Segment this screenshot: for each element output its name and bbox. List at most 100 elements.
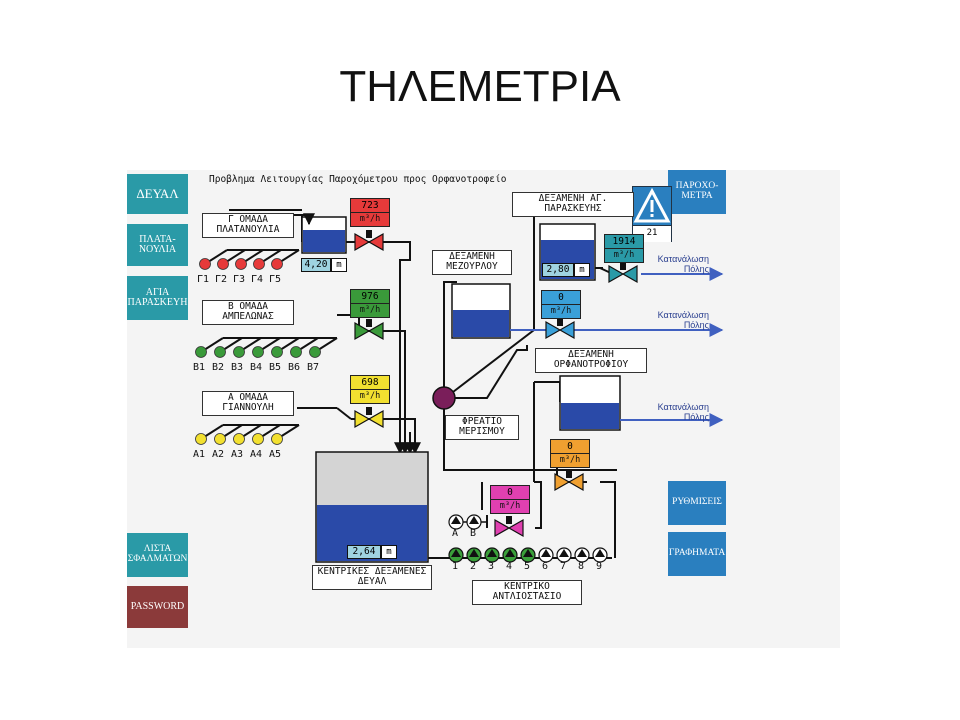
pump-number: 3 [488, 561, 495, 572]
well-gamma-3[interactable] [235, 258, 247, 270]
meter-pumping-unit: m³/h [490, 499, 530, 514]
pump-number: 5 [524, 561, 531, 572]
well-shaft-label: ΦΡΕΑΤΙΟ ΜΕΡΙΣΜΟΥ [445, 415, 519, 440]
tank-mezourlo-label: ΔΕΞΑΜΕΝΗ ΜΕΖΟΥΡΛΟΥ [432, 250, 512, 275]
pump-number: 8 [578, 561, 585, 572]
error-list-button[interactable]: ΛΙΣΤΑ ΣΦΑΛΜΑΤΩΝ [127, 533, 188, 577]
group-label-beta: Β ΟΜΑΔΑ ΑΜΠΕΛΩΝΑΣ [202, 300, 294, 325]
pump-4[interactable] [502, 547, 518, 563]
nav-button-platanoulia[interactable]: ΠΛΑΤΑ-ΝΟΥΛΙΑ [127, 224, 188, 266]
tank-platanoulia-level: 4,20 [301, 258, 331, 272]
valve-pumping[interactable] [494, 516, 524, 538]
pump-number: 4 [506, 561, 513, 572]
well-label: Β6 [288, 362, 301, 373]
aux-pump-label: Β [470, 528, 477, 539]
pump-8[interactable] [574, 547, 590, 563]
pump-3[interactable] [484, 547, 500, 563]
well-alpha-5[interactable] [271, 433, 283, 445]
settings-button[interactable]: ΡΥΘΜΙΣΕΙΣ [668, 481, 726, 525]
pump-9[interactable] [592, 547, 608, 563]
tank-platanoulia-unit: m [331, 258, 347, 272]
pump-7[interactable] [556, 547, 572, 563]
outflow-label-mezourlo: Κατανάλωση Πόλης [657, 310, 709, 330]
well-label: Α2 [212, 449, 225, 460]
status-message: Πρoβλημα Λειτoυργίας Παρoχόμετρoυ πρoς O… [209, 174, 507, 185]
warning-icon [633, 187, 671, 223]
meter-gamma-unit: m³/h [350, 212, 390, 227]
well-label: Α5 [269, 449, 282, 460]
tank-ag-paraskevi-level: 2,80 [542, 263, 574, 277]
pump-number: 2 [470, 561, 477, 572]
group-label-alpha: Α ΟΜΑΔΑ ΓΙΑΝΝΟΥΛΗ [202, 391, 294, 416]
aux-pump-2[interactable] [466, 514, 482, 530]
pump-5[interactable] [520, 547, 536, 563]
pump-number: 6 [542, 561, 549, 572]
well-label: Β7 [307, 362, 320, 373]
tank-central-level: 2,64 [347, 545, 381, 559]
pump-1[interactable] [448, 547, 464, 563]
meter-alpha-unit: m³/h [350, 389, 390, 404]
pump-6[interactable] [538, 547, 554, 563]
well-label: Β1 [193, 362, 206, 373]
valve-mezourlo[interactable] [545, 318, 575, 340]
well-gamma-4[interactable] [253, 258, 265, 270]
well-beta-7[interactable] [309, 346, 321, 358]
meter-mezourlo-unit: m³/h [541, 304, 581, 319]
outflow-label-orfanotrofio: Κατανάλωση Πόλης [657, 402, 709, 422]
pump-2[interactable] [466, 547, 482, 563]
valve-alpha[interactable] [354, 407, 384, 429]
well-label: Β5 [269, 362, 282, 373]
charts-button[interactable]: ΓΡΑΦΗΜΑΤΑ [668, 532, 726, 576]
wells-gamma [199, 249, 300, 270]
well-label: Γ1 [197, 274, 210, 285]
well-gamma-1[interactable] [199, 258, 211, 270]
process-diagram [195, 209, 724, 563]
tank-central-unit: m [381, 545, 397, 559]
well-alpha-4[interactable] [252, 433, 264, 445]
meter-ag-paraskevi-unit: m³/h [604, 248, 644, 263]
well-beta-1[interactable] [195, 346, 207, 358]
well-alpha-2[interactable] [214, 433, 226, 445]
well-label: Γ4 [251, 274, 264, 285]
well-gamma-5[interactable] [271, 258, 283, 270]
wells-alpha [195, 424, 300, 445]
well-label: Α4 [250, 449, 263, 460]
valve-ag-paraskevi[interactable] [608, 262, 638, 284]
meter-beta-unit: m³/h [350, 303, 390, 318]
well-label: Α1 [193, 449, 206, 460]
well-beta-6[interactable] [290, 346, 302, 358]
well-beta-3[interactable] [233, 346, 245, 358]
valve-gamma[interactable] [354, 230, 384, 252]
tank-central-label: ΚΕΝΤΡΙΚΕΣ ΔΕΞΑΜΕΝΕΣ ΔΕΥΑΛ [312, 565, 432, 590]
nav-button-agia-paraskevi[interactable]: ΑΓΙΑ ΠΑΡΑΣΚΕΥΗ [127, 276, 188, 320]
pump-number: 9 [596, 561, 603, 572]
group-label-gamma: Γ ΟΜΑΔΑ ΠΛΑΤΑΝΟΥΛΙΑ [202, 213, 294, 238]
tank-orfanotrofio-label: ΔΕΞΑΜΕΝΗ ΟΡΦΑΝΟΤΡΟΦΙΟΥ [535, 348, 647, 373]
valve-beta[interactable] [354, 319, 384, 341]
well-beta-2[interactable] [214, 346, 226, 358]
well-beta-4[interactable] [252, 346, 264, 358]
tank-ag-paraskevi-unit: m [574, 263, 590, 277]
nav-button-deyal[interactable]: ΔΕΥΑΛ [127, 174, 188, 214]
well-gamma-2[interactable] [217, 258, 229, 270]
well-label: Β4 [250, 362, 263, 373]
well-label: Γ2 [215, 274, 228, 285]
well-label: Β3 [231, 362, 244, 373]
well-label: Γ5 [269, 274, 282, 285]
well-alpha-3[interactable] [233, 433, 245, 445]
valve-orfanotrofio[interactable] [554, 470, 584, 492]
scada-screen: Πρoβλημα Λειτoυργίας Παρoχόμετρoυ πρoς O… [127, 170, 840, 648]
aux-pump-1[interactable] [448, 514, 464, 530]
well-beta-5[interactable] [271, 346, 283, 358]
tank-ag-paraskevi-label: ΔΕΞΑΜΕΝΗ ΑΓ. ΠΑΡΑΣΚΕΥΗΣ [512, 192, 634, 217]
well-label: Β2 [212, 362, 225, 373]
well-label: Γ3 [233, 274, 246, 285]
password-button[interactable]: PASSWORD [127, 586, 188, 628]
well-label: Α3 [231, 449, 244, 460]
well-alpha-1[interactable] [195, 433, 207, 445]
pump-number: 7 [560, 561, 567, 572]
flowmeters-button[interactable]: ΠΑΡΟΧΟ-ΜΕΤΡΑ [668, 170, 726, 214]
pump-number: 1 [452, 561, 459, 572]
pump-station-label: ΚΕΝΤΡΙΚΟ ΑΝΤΛΙΟΣΤΑΣΙΟ [472, 580, 582, 605]
well-shaft [432, 386, 456, 410]
